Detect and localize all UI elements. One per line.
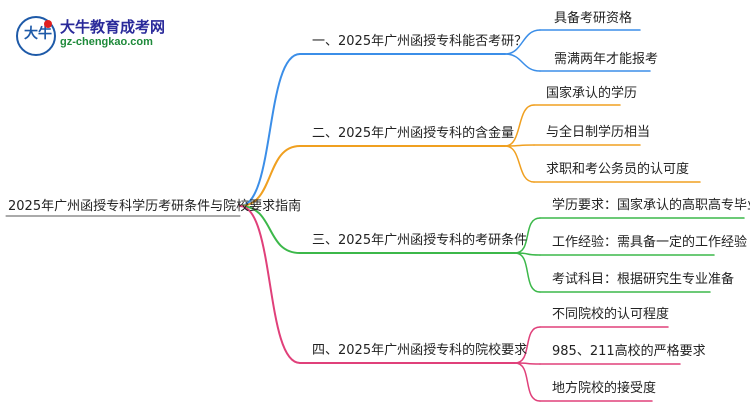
branch-3-label: 三、2025年广州函授专科的考研条件 bbox=[312, 233, 528, 248]
root-to-branch-2-link bbox=[239, 145, 301, 207]
branch-3-to-leaf-3-link bbox=[514, 252, 541, 293]
root-to-branch-1-link bbox=[239, 53, 301, 207]
leaf-2-3: 求职和考公务员的认可度 bbox=[546, 162, 690, 177]
leaf-4-3: 地方院校的接受度 bbox=[552, 381, 657, 396]
leaf-2-1: 国家承认的学历 bbox=[546, 86, 638, 101]
logo-dot bbox=[44, 20, 52, 28]
logo-mark-text: 大牛 bbox=[24, 26, 52, 42]
leaf-4-2: 985、211高校的严格要求 bbox=[552, 344, 706, 359]
branch-4-label: 四、2025年广州函授专科的院校要求 bbox=[312, 343, 528, 358]
branch-1-to-leaf-1-link bbox=[504, 29, 541, 55]
branch-4-to-leaf-1-link bbox=[514, 326, 541, 364]
leaf-3-2: 工作经验：需具备一定的工作经验 bbox=[552, 235, 748, 250]
branch-1-label: 一、2025年广州函授专科能否考研？ bbox=[312, 34, 528, 49]
logo-icon: 大牛 bbox=[16, 16, 56, 56]
branch-2-to-leaf-1-link bbox=[504, 104, 535, 147]
root-to-branch-4-link bbox=[239, 205, 301, 364]
logo-name: 大牛教育成考网 bbox=[60, 19, 166, 36]
leaf-2-2: 与全日制学历相当 bbox=[546, 125, 651, 140]
branch-1-to-leaf-2-link bbox=[504, 53, 541, 72]
logo-url: gz-chengkao.com bbox=[60, 36, 153, 48]
leaf-3-1: 学历要求：国家承认的高职高专毕业证书 bbox=[552, 198, 750, 213]
site-logo: 大牛 大牛教育成考网 gz-chengkao.com bbox=[10, 14, 170, 56]
root-node: 2025年广州函授专科学历考研条件与院校要求指南 bbox=[8, 199, 302, 214]
branch-3-to-leaf-1-link bbox=[514, 217, 541, 254]
branch-2-label: 二、2025年广州函授专科的含金量 bbox=[312, 126, 515, 141]
branch-2-to-leaf-3-link bbox=[504, 145, 535, 183]
leaf-4-1: 不同院校的认可程度 bbox=[552, 307, 670, 322]
leaf-1-2: 需满两年才能报考 bbox=[554, 52, 659, 67]
branch-4-to-leaf-3-link bbox=[514, 362, 541, 402]
leaf-3-3: 考试科目：根据研究生专业准备 bbox=[552, 272, 735, 287]
leaf-1-1: 具备考研资格 bbox=[554, 11, 633, 26]
root-to-branch-3-link bbox=[239, 205, 301, 254]
